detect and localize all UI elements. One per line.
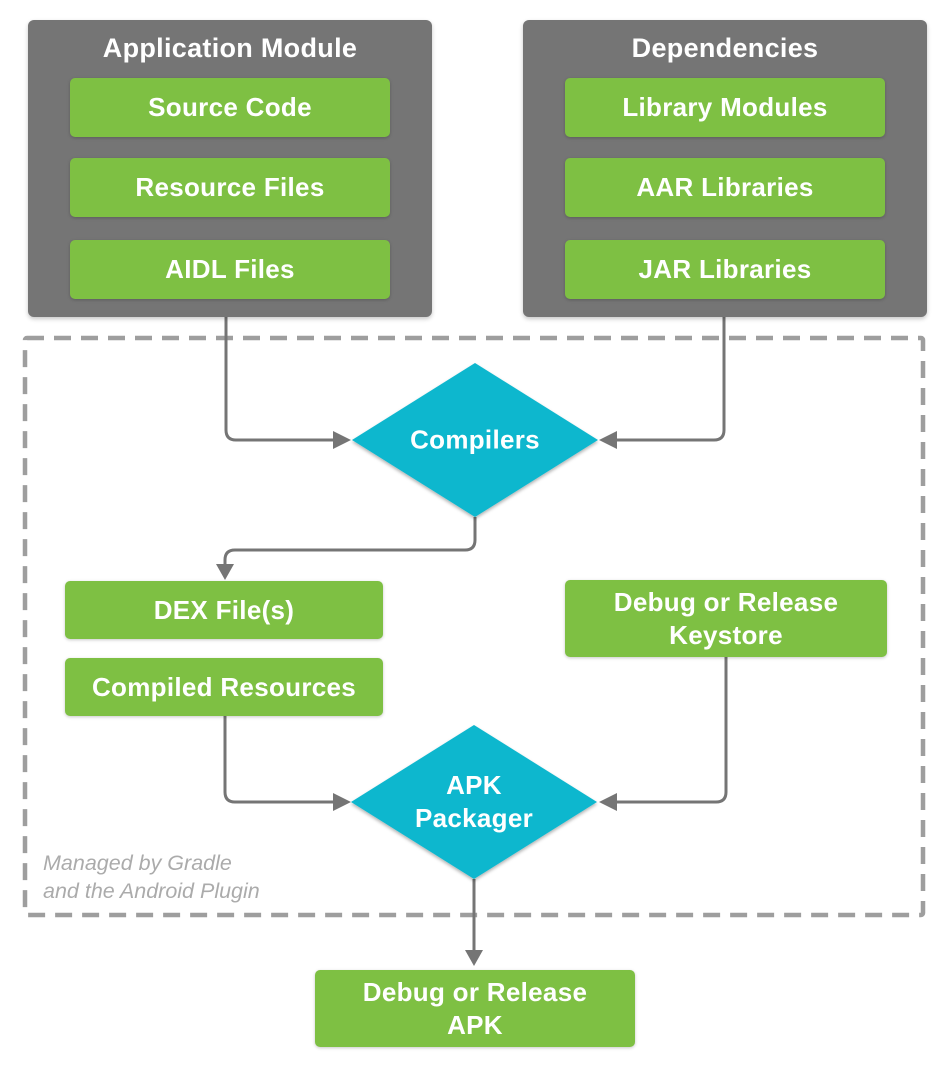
node-jar-libraries: JAR Libraries xyxy=(565,240,885,299)
connector-resources-to-packager xyxy=(223,716,336,804)
connector-keystore-to-packager xyxy=(614,657,728,804)
node-source-code: Source Code xyxy=(70,78,390,137)
node-aar-libraries: AAR Libraries xyxy=(565,158,885,217)
arrowhead-keystore-to-packager xyxy=(599,793,617,811)
arrowhead-compilers-to-dex xyxy=(216,564,234,580)
connector-appmodule-to-compilers xyxy=(224,317,336,442)
node-resource-files: Resource Files xyxy=(70,158,390,217)
node-apk-output: Debug or Release APK xyxy=(315,970,635,1047)
arrowhead-dependencies-to-compilers xyxy=(599,431,617,449)
gradle-note-line2: and the Android Plugin xyxy=(43,879,260,903)
group-dependencies: Dependencies Library Modules AAR Librari… xyxy=(523,20,927,317)
arrowhead-appmodule-to-compilers xyxy=(333,431,351,449)
group-title-dependencies: Dependencies xyxy=(631,32,819,63)
node-compiled-resources: Compiled Resources xyxy=(65,658,383,716)
apk-packager-label: APK Packager xyxy=(414,770,534,833)
node-dex-files: DEX File(s) xyxy=(65,581,383,639)
node-keystore: Debug or Release Keystore xyxy=(565,580,887,657)
gradle-note-line1: Managed by Gradle xyxy=(43,851,232,875)
group-application-module: Application Module Source Code Resource … xyxy=(28,20,432,317)
compilers-label: Compilers xyxy=(410,424,540,455)
connector-compilers-to-dex xyxy=(223,517,477,565)
group-title-application-module: Application Module xyxy=(102,32,358,63)
gradle-note: Managed by Gradle and the Android Plugin xyxy=(43,849,260,905)
diamond-compilers xyxy=(352,363,598,517)
connector-dependencies-to-compilers xyxy=(614,317,726,442)
node-library-modules: Library Modules xyxy=(565,78,885,137)
arrowhead-resources-to-packager xyxy=(333,793,351,811)
arrowhead-packager-to-apk xyxy=(465,950,483,966)
node-aidl-files: AIDL Files xyxy=(70,240,390,299)
diamond-apk-packager xyxy=(351,725,597,879)
